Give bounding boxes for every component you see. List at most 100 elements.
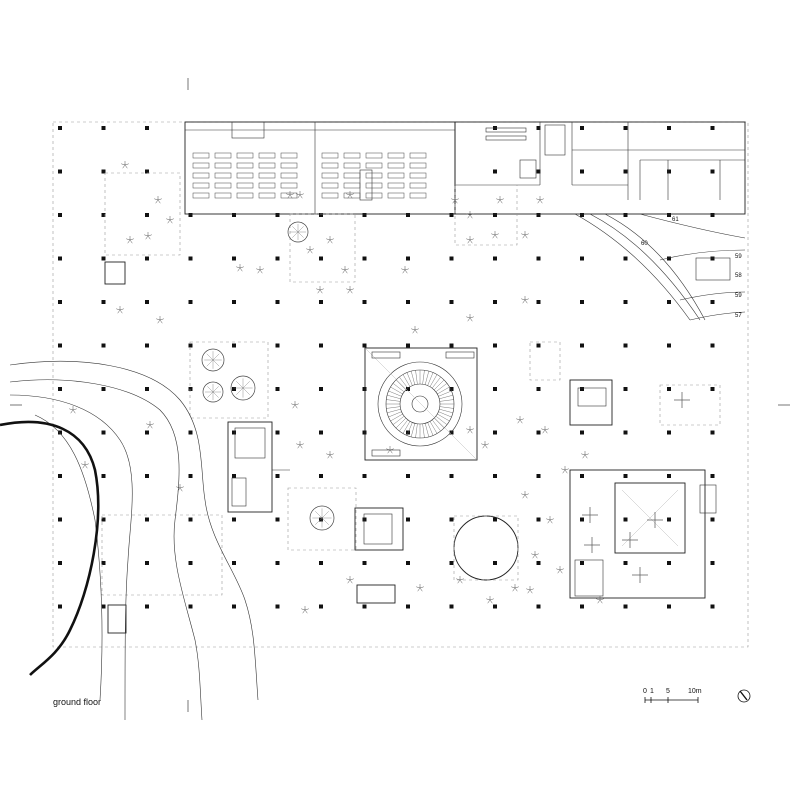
- shrub-mark: [347, 579, 351, 584]
- column: [275, 387, 280, 391]
- shrub-mark: [486, 598, 491, 601]
- column: [449, 256, 454, 261]
- trees: [201, 221, 335, 531]
- column: [449, 517, 454, 522]
- column: [275, 430, 280, 435]
- shrub-mark: [316, 288, 321, 291]
- shrub-mark: [342, 269, 346, 274]
- shrub-mark: [521, 298, 526, 301]
- column: [406, 474, 410, 478]
- column: [667, 126, 671, 130]
- shrub-mark: [349, 578, 354, 581]
- tree-canopy: [230, 375, 256, 401]
- stair-tread: [439, 408, 453, 413]
- shrub-mark: [329, 453, 334, 456]
- column: [580, 517, 584, 522]
- scale-label-5: 5: [666, 688, 670, 695]
- column: [406, 517, 410, 522]
- stair-tread: [399, 419, 408, 432]
- shrub-mark: [559, 568, 564, 571]
- room-number-58: 58: [735, 273, 742, 279]
- stair-tread: [439, 399, 454, 402]
- shrub-mark: [349, 288, 354, 291]
- shrub-mark: [466, 238, 471, 241]
- column: [319, 387, 323, 391]
- shrub-mark: [127, 239, 131, 244]
- desk: [321, 152, 339, 159]
- shrub-mark: [522, 234, 526, 239]
- column: [667, 517, 671, 522]
- shrub-mark: [412, 329, 416, 334]
- column: [319, 300, 323, 304]
- shrub-mark: [491, 233, 496, 236]
- shrub-mark: [547, 519, 551, 524]
- shrub-mark: [541, 428, 546, 431]
- stair-tread: [395, 418, 406, 429]
- desk: [321, 192, 339, 199]
- desk: [258, 182, 276, 189]
- shrub-mark: [329, 238, 334, 241]
- shrub-mark: [72, 409, 76, 414]
- shrub-mark: [582, 454, 586, 459]
- shrub-mark: [347, 289, 351, 294]
- column: [449, 604, 454, 609]
- desk: [280, 162, 298, 169]
- column: [101, 300, 106, 304]
- shrub-mark: [319, 289, 323, 294]
- stair-tread: [387, 408, 401, 413]
- column: [623, 256, 628, 261]
- column: [710, 343, 715, 348]
- scale-label-1: 1: [650, 688, 654, 695]
- desk: [214, 182, 232, 189]
- shrub-mark: [514, 586, 519, 589]
- column: [188, 517, 193, 522]
- column: [623, 517, 628, 522]
- stair-tread: [411, 423, 416, 437]
- stair-tread: [388, 390, 402, 397]
- column: [275, 474, 280, 478]
- shrub-mark: [517, 419, 521, 424]
- desk: [236, 192, 254, 199]
- shrub-mark: [129, 238, 134, 241]
- column-grid: [58, 126, 715, 609]
- shrub-mark: [386, 448, 391, 451]
- column: [58, 604, 62, 609]
- column: [406, 213, 410, 217]
- shrub-mark: [497, 199, 501, 204]
- desk: [192, 192, 210, 199]
- column: [667, 256, 671, 261]
- shrub-mark: [159, 319, 163, 324]
- desk: [236, 182, 254, 189]
- column: [188, 300, 193, 304]
- column: [493, 256, 497, 261]
- column: [493, 604, 497, 609]
- shrub-mark: [389, 449, 393, 454]
- shrub-mark: [116, 308, 121, 311]
- shrub-mark: [469, 239, 473, 244]
- stair-tread: [395, 379, 406, 390]
- stair-tread: [386, 406, 401, 409]
- stair-core-west: [104, 261, 127, 634]
- shrub-mark: [329, 454, 333, 459]
- column: [101, 256, 106, 261]
- column: [319, 343, 323, 348]
- shrub-mark: [157, 319, 161, 324]
- shrub-mark: [84, 463, 89, 466]
- east-hall: [569, 392, 717, 599]
- column: [493, 343, 497, 348]
- column: [101, 169, 106, 174]
- column: [101, 517, 106, 522]
- shrub-mark: [169, 218, 174, 221]
- stair-tread: [390, 413, 403, 422]
- shrub-mark: [482, 444, 486, 449]
- column: [623, 343, 628, 348]
- room-number-59b: 59: [735, 293, 742, 299]
- column: [275, 561, 280, 565]
- column: [145, 387, 149, 391]
- tree-canopy: [201, 348, 225, 372]
- stair-tread: [435, 416, 448, 425]
- column: [145, 517, 149, 522]
- shrub-mark: [146, 423, 151, 426]
- shrub-mark: [347, 194, 351, 199]
- desk: [214, 192, 232, 199]
